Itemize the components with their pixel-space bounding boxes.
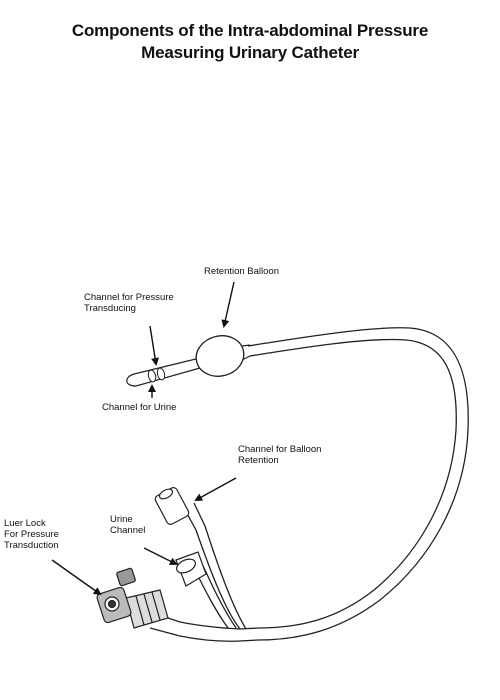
- arrow-pressure-channel: [149, 325, 160, 366]
- retention-balloon-shape: [195, 335, 245, 377]
- label-luer-lock: Luer Lock For Pressure Transduction: [4, 518, 59, 551]
- label-channel-pressure-transducing: Channel for Pressure Transducing: [84, 292, 174, 314]
- catheter-tip: [126, 344, 251, 387]
- label-channel-urine: Channel for Urine: [102, 402, 177, 413]
- page-title: Components of the Intra-abdominal Pressu…: [0, 20, 500, 64]
- arrow-retention-balloon: [221, 281, 235, 328]
- title-line-2: Measuring Urinary Catheter: [141, 43, 359, 62]
- arrow-balloon-retention: [194, 477, 237, 501]
- arrow-luer-lock: [51, 559, 102, 596]
- luer-lock-assembly: [96, 567, 169, 629]
- label-retention-balloon: Retention Balloon: [204, 266, 279, 277]
- catheter-tube: [239, 327, 469, 642]
- catheter-manifold: [149, 502, 247, 642]
- balloon-port: [154, 487, 190, 525]
- arrow-urine-channel: [143, 547, 178, 565]
- title-line-1: Components of the Intra-abdominal Pressu…: [71, 21, 429, 40]
- tip-eyelets: [147, 367, 166, 383]
- annotation-arrows: [51, 281, 237, 596]
- label-channel-balloon-retention: Channel for Balloon Retention: [238, 444, 322, 466]
- label-urine-channel: Urine Channel: [110, 514, 146, 536]
- urine-funnel: [175, 551, 207, 587]
